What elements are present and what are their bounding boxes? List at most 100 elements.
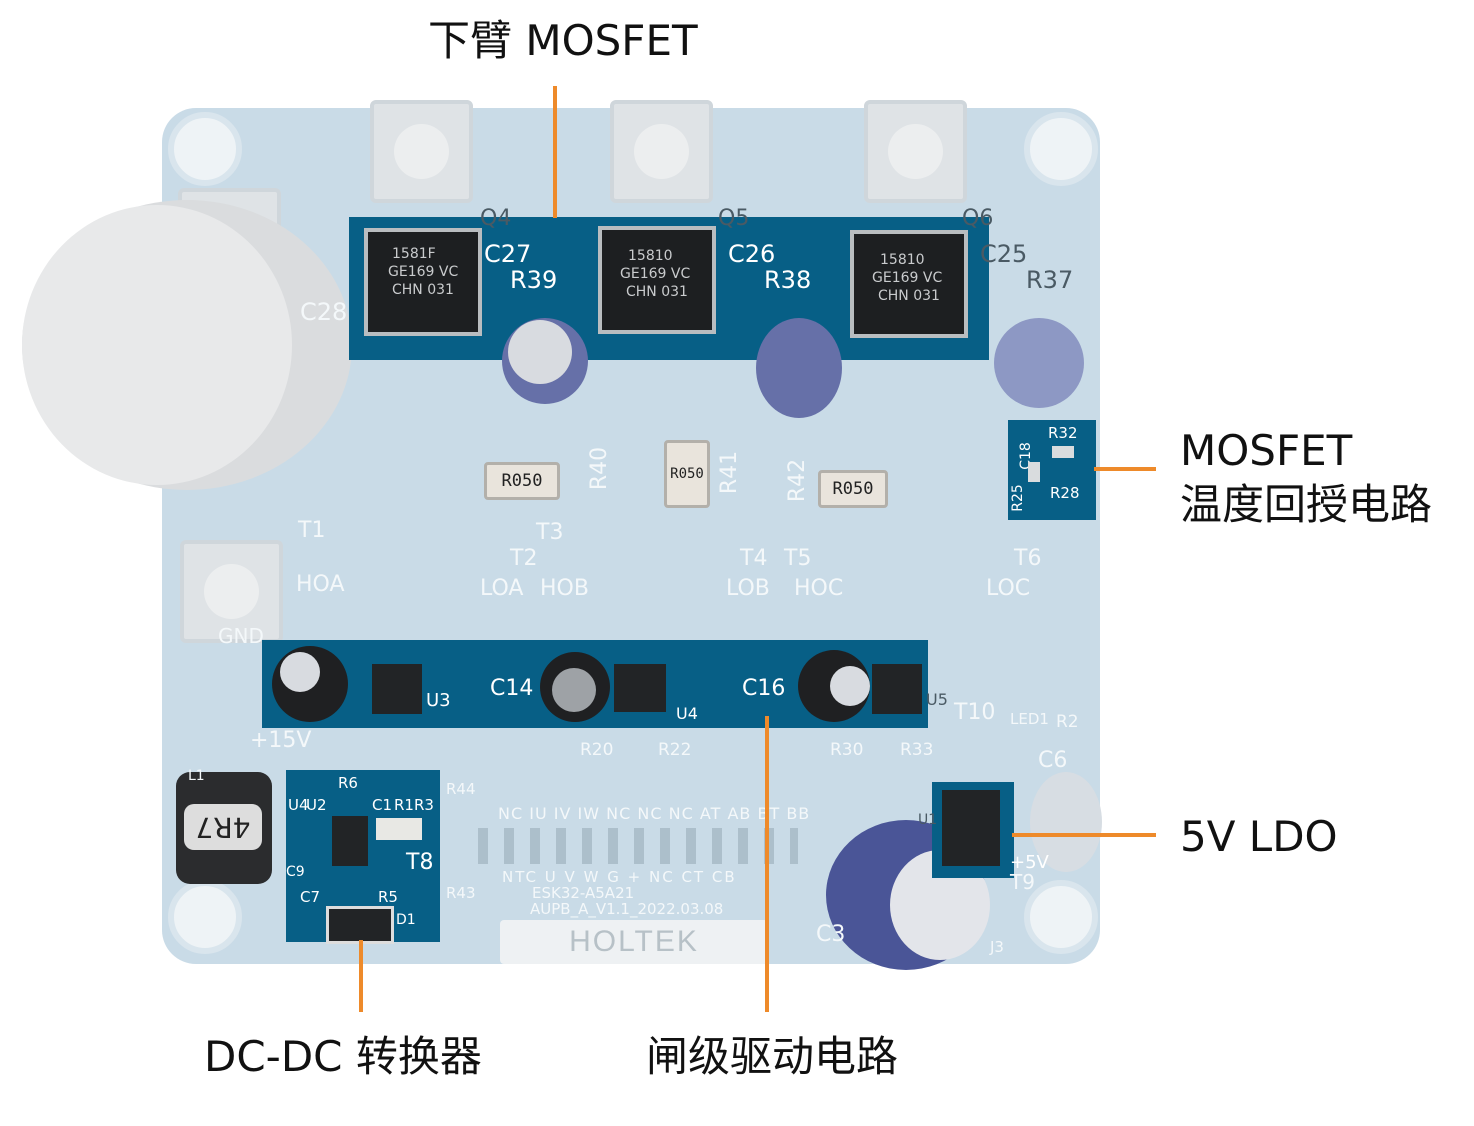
capacitor-icon (1030, 772, 1102, 872)
header-pin-label: NC (648, 868, 675, 886)
dcdc-ref: U2 (306, 796, 327, 814)
mosfet-q5-icon (598, 226, 716, 334)
dcdc-ref: R5 (378, 888, 398, 906)
mosfet-marking: GE169 VC (388, 264, 459, 280)
label-dc-dc: DC-DC 转换器 (204, 1032, 482, 1081)
header-pin-row: NTC U V W G + NC CT CB (502, 868, 737, 886)
inductor-marking: 4R7 (184, 804, 262, 850)
label-gate-driver: 闸级驱动电路 (646, 1032, 899, 1081)
mount-hole-icon (1024, 112, 1098, 186)
phase-label: HOC (794, 576, 844, 601)
mosfet-marking: CHN 031 (626, 284, 688, 300)
header-pin-label: CB (711, 868, 737, 886)
mosfet-q4-icon (364, 228, 482, 336)
mosfet-marking: CHN 031 (878, 288, 940, 304)
holtek-logo: HOLTEK (500, 920, 768, 964)
bottom-ref: R30 (830, 740, 864, 760)
leader-line-low-side-mosfet (553, 86, 557, 218)
mount-hole-icon (1024, 880, 1098, 954)
capacitor-top-icon (830, 666, 870, 706)
resistor-ref: R39 (510, 266, 558, 294)
dcdc-ref: C1 (372, 796, 393, 814)
test-point-label: T5 (784, 546, 812, 571)
bottom-ref: R43 (446, 884, 476, 902)
capacitor-ref: C27 (484, 240, 532, 268)
capacitor-top-icon (552, 668, 596, 712)
shunt-ref: R42 (785, 458, 811, 503)
header-pin-label: V (564, 868, 577, 886)
shunt-resistor: R050 (664, 440, 710, 508)
power-label: T10 (954, 700, 996, 725)
header-pin-label: U (544, 868, 558, 886)
phase-label: LOC (986, 576, 1031, 601)
ldo-ref: R2 (1056, 712, 1079, 732)
label-ldo: 5V LDO (1180, 812, 1338, 861)
ldo-ref: LED1 (1010, 710, 1049, 728)
bottom-ref: R20 (580, 740, 614, 760)
leader-line-ldo (1012, 833, 1156, 837)
temp-ref: R28 (1050, 484, 1080, 502)
header-pin-label: AB (727, 804, 752, 823)
leader-line-dc-dc (359, 940, 363, 1012)
dcdc-ref: C7 (300, 888, 321, 906)
capacitor-ref: C25 (980, 240, 1028, 268)
board-id: ESK32-A5A21 (532, 884, 635, 902)
bottom-ref: R44 (446, 780, 476, 798)
header-pin-label: NC (668, 804, 694, 823)
temp-ref: R25 (1009, 484, 1026, 512)
phase-label: HOA (296, 572, 345, 597)
leader-line-temp-feedback (1094, 467, 1156, 471)
power-label: T9 (1010, 870, 1035, 894)
power-label: +5V (1010, 852, 1049, 873)
screw-terminal-icon (610, 100, 713, 203)
header-pin-label: AT (699, 804, 722, 823)
bulk-capacitor-top-icon (22, 205, 292, 485)
mosfet-marking: GE169 VC (620, 266, 691, 282)
dcdc-ref: R3 (414, 796, 434, 814)
label-mosfet-temp-line2: 温度回授电路 (1180, 480, 1433, 529)
mosfet-ref: Q4 (480, 206, 512, 231)
header-pin-label: G (607, 868, 621, 886)
capacitor-ref: C26 (728, 240, 776, 268)
power-label: GND (218, 624, 264, 648)
label-mosfet-temp-line1: MOSFET (1180, 426, 1353, 475)
capacitor-icon (756, 318, 842, 418)
screw-terminal-icon (864, 100, 967, 203)
inductor-icon: 4R7 (176, 772, 272, 884)
phase-label: LOA (480, 576, 524, 601)
shunt-ref: R41 (717, 450, 743, 495)
header-pins (478, 828, 798, 864)
header-pin-label: BB (786, 804, 811, 823)
bulk-cap-ref: C3 (816, 922, 846, 947)
screw-terminal-icon (180, 540, 283, 643)
mosfet-marking: CHN 031 (392, 282, 454, 298)
header-pin-label: W (583, 868, 601, 886)
header-pin-label: IV (553, 804, 572, 823)
dcdc-ref: L1 (188, 768, 205, 784)
shunt-resistor: R050 (818, 470, 888, 508)
gate-ic-ref: U5 (926, 690, 948, 709)
bulk-cap-ref: C28 (300, 298, 348, 326)
dcdc-ref: R6 (338, 774, 358, 792)
mosfet-marking: 15810 (628, 248, 673, 264)
ldo-regulator-icon (942, 790, 1000, 866)
temp-feedback-region (1008, 420, 1096, 520)
resistor-ref: R38 (764, 266, 812, 294)
mosfet-ref: Q5 (718, 206, 750, 231)
header-pin-label: + (627, 868, 643, 886)
screw-terminal-icon (370, 100, 473, 203)
capacitor-top-icon (280, 652, 320, 692)
dcdc-ref: R1 (394, 796, 414, 814)
shunt-resistor: R050 (484, 462, 560, 500)
resistor-ref: R37 (1026, 266, 1074, 294)
header-pin-label: CT (681, 868, 706, 886)
smd-component-icon (1052, 446, 1074, 458)
capacitor-icon (994, 318, 1084, 408)
bottom-ref: J3 (990, 938, 1004, 956)
header-pin-label: IW (577, 804, 601, 823)
bottom-ref: R33 (900, 740, 934, 760)
test-point-label: T1 (298, 518, 326, 543)
gate-driver-ic-icon (872, 664, 922, 714)
power-label: +15V (250, 728, 312, 753)
